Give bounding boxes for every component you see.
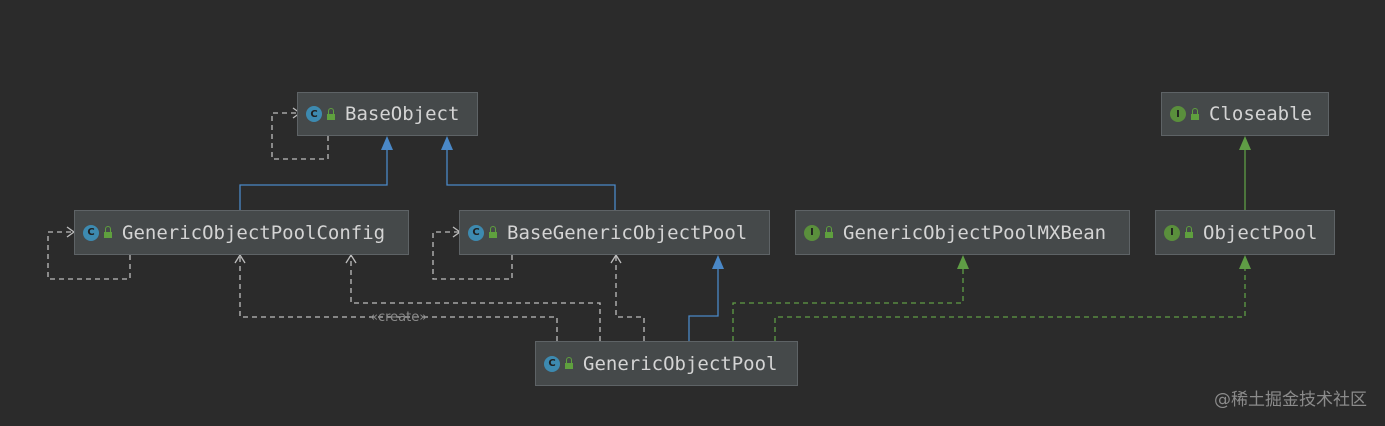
class-generic-object-pool-config[interactable]: C GenericObjectPoolConfig [74, 210, 409, 255]
class-icon: C [306, 106, 322, 122]
unlock-icon [327, 107, 335, 120]
unlock-icon [1185, 226, 1193, 238]
edge-pool-extends-base-generic-pool [688, 255, 724, 341]
class-icon: C [468, 224, 484, 241]
interface-icon: I [804, 224, 820, 241]
node-name: GenericObjectPoolConfig [122, 221, 386, 244]
interface-closeable[interactable]: I Closeable [1161, 92, 1329, 136]
edge-pool-depends-base-generic-pool [610, 253, 645, 341]
class-base-generic-object-pool[interactable]: C BaseGenericObjectPool [459, 210, 770, 255]
edge-pool-depends-config [345, 253, 601, 341]
edge-pool-implements-mxbean [732, 255, 969, 341]
unlock-icon [489, 226, 497, 238]
node-name: ObjectPool [1203, 221, 1318, 244]
watermark: @稀土掘金技术社区 [1214, 390, 1367, 410]
edge-config-extends-base-object [239, 136, 393, 210]
interface-icon: I [1164, 224, 1180, 241]
unlock-icon [1191, 107, 1199, 120]
class-icon: C [83, 224, 99, 241]
create-stereotype-label: «create» [370, 310, 428, 325]
class-base-object[interactable]: C BaseObject [297, 92, 478, 136]
class-generic-object-pool[interactable]: C GenericObjectPool [535, 341, 798, 386]
node-name: BaseObject [345, 103, 460, 125]
edge-pool-implements-object-pool [774, 255, 1251, 341]
edge-object-pool-extends-closeable [1239, 136, 1251, 210]
class-icon: C [544, 355, 560, 372]
edge-pool-creates-config [234, 253, 558, 341]
interface-icon: I [1170, 106, 1186, 122]
interface-generic-object-pool-mxbean[interactable]: I GenericObjectPoolMXBean [795, 210, 1130, 255]
unlock-icon [104, 226, 112, 238]
node-name: GenericObjectPoolMXBean [843, 221, 1107, 244]
node-name: BaseGenericObjectPool [507, 221, 748, 244]
unlock-icon [825, 226, 833, 238]
interface-object-pool[interactable]: I ObjectPool [1155, 210, 1335, 255]
edge-base-pool-extends-base-object [441, 136, 616, 210]
unlock-icon [565, 357, 573, 369]
node-name: Closeable [1209, 103, 1312, 125]
node-name: GenericObjectPool [583, 352, 778, 375]
